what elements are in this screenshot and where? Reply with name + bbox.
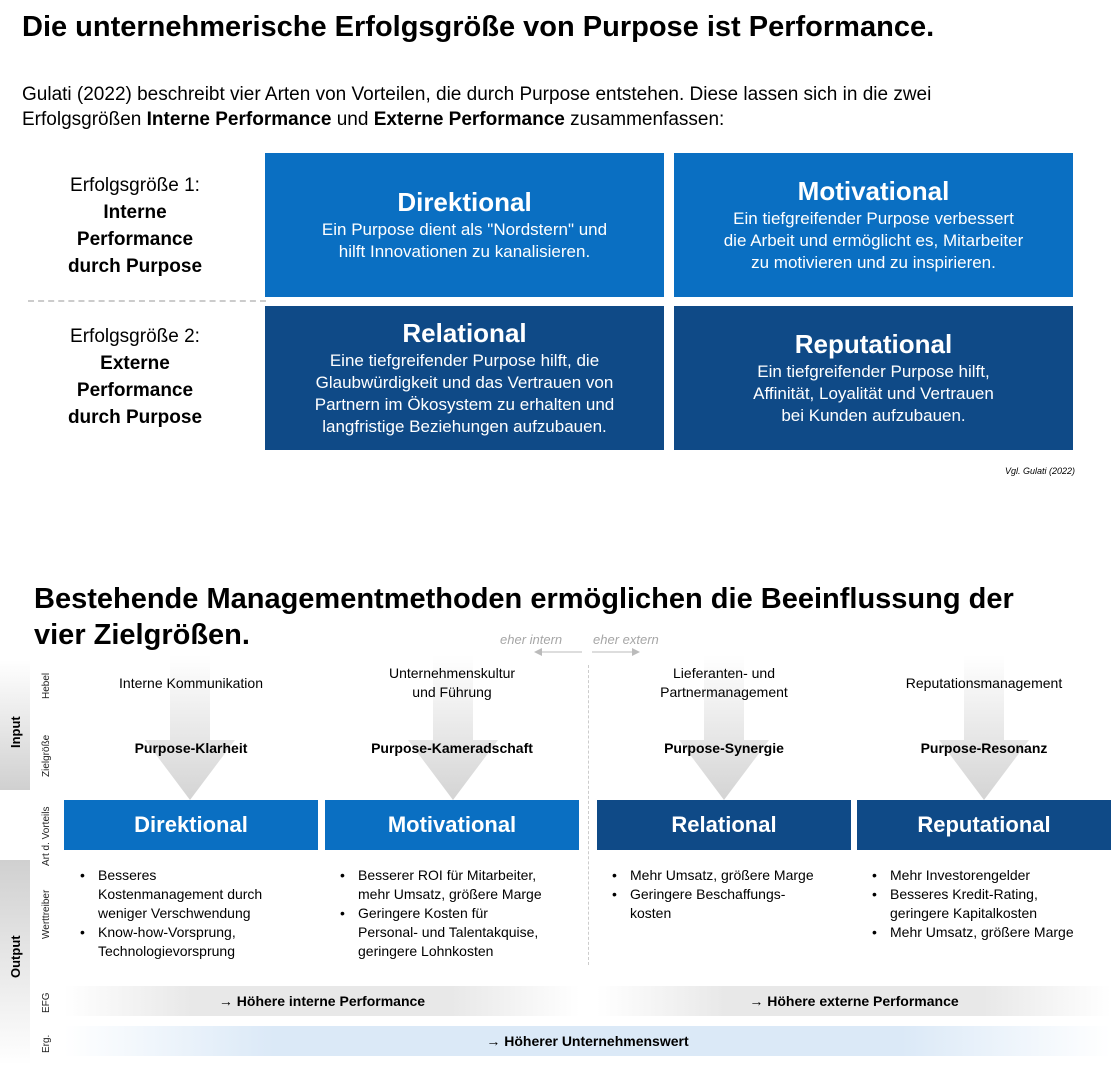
box-title: Motivational	[797, 176, 950, 206]
side-label-erg: Erg.	[41, 1034, 52, 1053]
bottom-title: Bestehende Managementmethoden ermögliche…	[34, 583, 1014, 651]
goal-label: Purpose-Klarheit	[134, 740, 248, 756]
goal-label: Purpose-Synergie	[664, 740, 784, 756]
list-item: Besseres Kostenmanagement durch weniger …	[76, 866, 316, 923]
intern-extern-divider	[588, 665, 589, 965]
box-motivational: Motivational Ein tiefgreifender Purpose …	[674, 153, 1073, 297]
band-direktional: Direktional	[64, 800, 318, 850]
efg-intern-bar: → Höhere interne Performance	[64, 986, 580, 1016]
box-description: Ein Purpose dient als "Nordstern" und hi…	[321, 220, 608, 261]
band-reputational: Reputational	[857, 800, 1111, 850]
value-drivers-list: Mehr Investorengelder Besseres Kredit-Ra…	[868, 866, 1113, 942]
box-description: Eine tiefgreifender Purpose hilft, die G…	[314, 351, 615, 436]
side-label-zielgroesse: Zielgröße	[41, 734, 52, 777]
intro-text: Gulati (2022) beschreibt vier Arten von …	[22, 82, 931, 132]
value-drivers-list: Besseres Kostenmanagement durch weniger …	[76, 866, 316, 961]
citation: Vgl. Gulati (2022)	[1005, 466, 1076, 476]
lever-label: Reputationsmanagement	[905, 675, 1063, 691]
list-item: Mehr Investorengelder	[868, 866, 1113, 885]
band-relational: Relational	[597, 800, 851, 850]
box-description: Ein tiefgreifender Purpose verbessert di…	[723, 209, 1024, 272]
side-label-hebel: Hebel	[41, 672, 52, 699]
box-title: Relational	[402, 318, 527, 348]
box-direktional: Direktional Ein Purpose dient als "Nords…	[265, 153, 664, 297]
list-item: Besseres Kredit-Rating, geringere Kapita…	[868, 885, 1113, 923]
box-title: Direktional	[397, 187, 532, 217]
side-bar-output	[0, 860, 30, 1065]
intro-line-1: Gulati (2022) beschreibt vier Arten von …	[22, 84, 932, 105]
down-arrow-icon	[679, 655, 769, 800]
arrow-left-icon	[534, 648, 542, 656]
row1-label: Erfolgsgröße 1: Interne Performance durc…	[67, 175, 203, 277]
value-drivers-list: Mehr Umsatz, größere Marge Geringere Bes…	[608, 866, 848, 923]
down-arrow-icon	[145, 655, 235, 800]
direction-arrows	[534, 648, 640, 656]
efg-extern-bar: → Höhere externe Performance	[597, 986, 1111, 1016]
list-item: Besserer ROI für Mitarbeiter, mehr Umsat…	[336, 866, 581, 904]
dir-extern-label: eher extern	[593, 632, 659, 647]
side-label-input: Input	[8, 716, 23, 748]
lever-label: Interne Kommunikation	[119, 675, 263, 691]
list-item: Know-how-Vorsprung, Technologievorsprung	[76, 923, 316, 961]
down-arrow-icon	[939, 655, 1029, 800]
box-title: Reputational	[794, 329, 953, 359]
list-item: Geringere Beschaffungs- kosten	[608, 885, 848, 923]
row2-label: Erfolgsgröße 2: Externe Performance durc…	[67, 326, 203, 428]
box-reputational: Reputational Ein tiefgreifender Purpose …	[674, 306, 1073, 450]
side-bar-input	[0, 660, 30, 790]
box-relational: Relational Eine tiefgreifender Purpose h…	[265, 306, 664, 450]
goal-label: Purpose-Kameradschaft	[371, 740, 533, 756]
down-arrow-icon	[408, 655, 498, 800]
value-drivers-list: Besserer ROI für Mitarbeiter, mehr Umsat…	[336, 866, 581, 961]
result-bar: → Höherer Unternehmenswert	[64, 1026, 1111, 1056]
intro-line-2: Erfolgsgrößen Interne Performance und Ex…	[22, 109, 725, 130]
arrow-right-icon	[632, 648, 640, 656]
side-label-output: Output	[8, 935, 23, 978]
top-title: Die unternehmerische Erfolgsgröße von Pu…	[22, 11, 935, 43]
band-motivational: Motivational	[325, 800, 579, 850]
list-item: Mehr Umsatz, größere Marge	[608, 866, 848, 885]
side-label-werttreiber: Werttreiber	[41, 889, 52, 939]
row-divider	[28, 300, 266, 302]
side-label-art: Art d. Vorteils	[41, 806, 52, 866]
dir-intern-label: eher intern	[500, 632, 563, 647]
lever-label: Lieferanten- und Partnermanagement	[660, 665, 788, 700]
list-item: Geringere Kosten für Personal- und Talen…	[336, 904, 581, 961]
side-label-efg: EFG	[41, 992, 52, 1013]
goal-label: Purpose-Resonanz	[920, 740, 1048, 756]
list-item: Mehr Umsatz, größere Marge	[868, 923, 1113, 942]
lever-label: Unternehmenskultur und Führung	[388, 665, 516, 700]
box-description: Ein tiefgreifender Purpose hilft, Affini…	[753, 362, 994, 425]
